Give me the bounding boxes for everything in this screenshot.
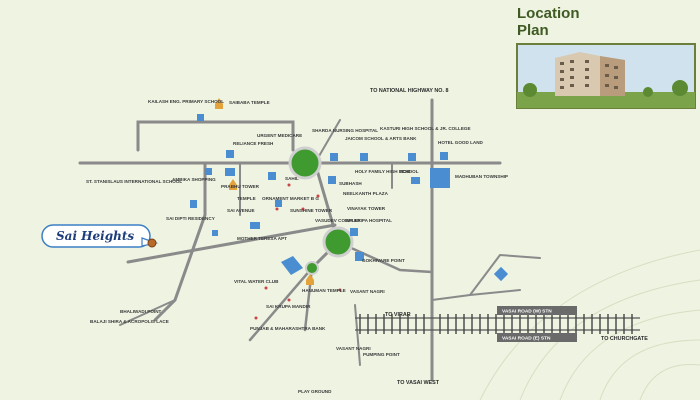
label-kailash: KAILASH ENG. PRIMARY SCHOOL [148, 99, 224, 104]
project-name: Sai Heights [56, 229, 134, 243]
label-vital: VITAL WATER CLUB [234, 279, 279, 284]
traffic-circle-2 [322, 226, 354, 258]
station-lower: VASAI ROAD (E) STN [497, 333, 577, 342]
project-marker[interactable]: Sai Heights [41, 224, 159, 248]
label-vasant-nagri-2: VASANT NAGRI [336, 346, 371, 351]
temple-icon [215, 98, 223, 109]
label-reliance: RELIANCE FRESH [233, 141, 274, 146]
label-to-virar: TO VIRAR [385, 312, 411, 318]
label-kasturi: KASTURI HIGH SCHOOL & JR. COLLEGE [380, 126, 471, 131]
label-to-churchgate: TO CHURCHGATE [601, 336, 648, 342]
label-bhaliwadi: BHALIWADI POINT [120, 309, 162, 314]
label-sai-dipti: SAI DIPTI RESIDENCY [166, 216, 215, 221]
road-left-vertical [153, 161, 207, 322]
label-jaicom: JAICOM SCHOOL & ARTS BANK [345, 136, 417, 141]
label-sai-krupa: SAI KRUPA MANDIR [266, 304, 311, 309]
label-neelkanth: NEELKANTH PLAZA [343, 191, 389, 196]
label-sai-kripa: SAI KRIPA HOSPITAL [345, 218, 392, 223]
label-hotel: HOTEL GOOD LAND [438, 140, 484, 145]
label-play-ground: PLAY GROUND [298, 389, 332, 394]
traffic-circle-1 [288, 146, 322, 180]
decorative-swirls [479, 249, 700, 400]
label-urgent: URGENT MEDICARE [257, 133, 302, 138]
building-blocks [190, 114, 509, 282]
label-ambika: AMBIKA SHOPPING [172, 177, 216, 182]
label-vinayak: VINAYAK TOWER [347, 206, 386, 211]
label-hanuman: HANUMAN TEMPLE [302, 288, 346, 293]
label-to-vasai-west: TO VASAI WEST [397, 380, 440, 386]
svg-text:VASAI ROAD (W) STN: VASAI ROAD (W) STN [502, 309, 552, 315]
label-mother: MOTHER TERESA APT [237, 236, 287, 241]
station-upper: VASAI ROAD (W) STN [497, 306, 577, 315]
label-saibaba: SAIBABA TEMPLE [229, 100, 270, 105]
label-sai-avenue: SAI AVENUE [227, 208, 255, 213]
label-madhuban: MADHUBAN TOWNSHIP [455, 174, 508, 179]
label-temple: TEMPLE [237, 196, 256, 201]
label-sahil: SAHIL [285, 176, 299, 181]
label-pumping: PUMPING POINT [363, 352, 400, 357]
temple-icon [229, 179, 237, 190]
building-photo [516, 43, 696, 109]
label-balaji: BALAJI SHIRA & ACROPOLIS LACE [90, 319, 169, 324]
label-punjab: PUNJAB & MAHARASHTRA BANK [250, 326, 326, 331]
label-sunshine: SUNSHINE TOWER [290, 208, 333, 213]
title-line1: Location [517, 5, 580, 22]
location-dot-icon [147, 238, 157, 248]
label-national-highway: TO NATIONAL HIGHWAY NO. 8 [370, 88, 448, 94]
label-subhash: SUBHASH [339, 181, 362, 186]
railway [355, 314, 640, 334]
label-holy: HOLY FAMILY HIGH SCHOOL [355, 169, 419, 174]
label-moie: MOIE [399, 169, 411, 174]
label-prabhu: PRABHU TOWER [221, 184, 260, 189]
temple-icon [306, 274, 314, 285]
road-to-project [126, 223, 337, 264]
svg-text:VASAI ROAD (E) STN: VASAI ROAD (E) STN [502, 336, 551, 342]
label-ornament: ORNAMENT MARKET B G [262, 196, 319, 201]
label-vasant-nagri: VASANT NAGRI [350, 289, 385, 294]
label-gokhivare: GOKHIVARE POINT [362, 258, 405, 263]
label-vasudev: VASUDEV COMPLEX [315, 218, 362, 223]
landmark-labels: KAILASH ENG. PRIMARY SCHOOL SAIBABA TEMP… [86, 99, 508, 357]
traffic-circle-3 [305, 261, 319, 275]
landmark-dots [254, 183, 342, 320]
road-top-loop [136, 120, 295, 152]
label-sharda: SHARDA NURSING HOSPITAL [312, 128, 378, 133]
title-line2: Plan [517, 22, 549, 39]
label-stanislaus: ST. STANISLAUS INTERNATIONAL SCHOOL [86, 179, 182, 184]
